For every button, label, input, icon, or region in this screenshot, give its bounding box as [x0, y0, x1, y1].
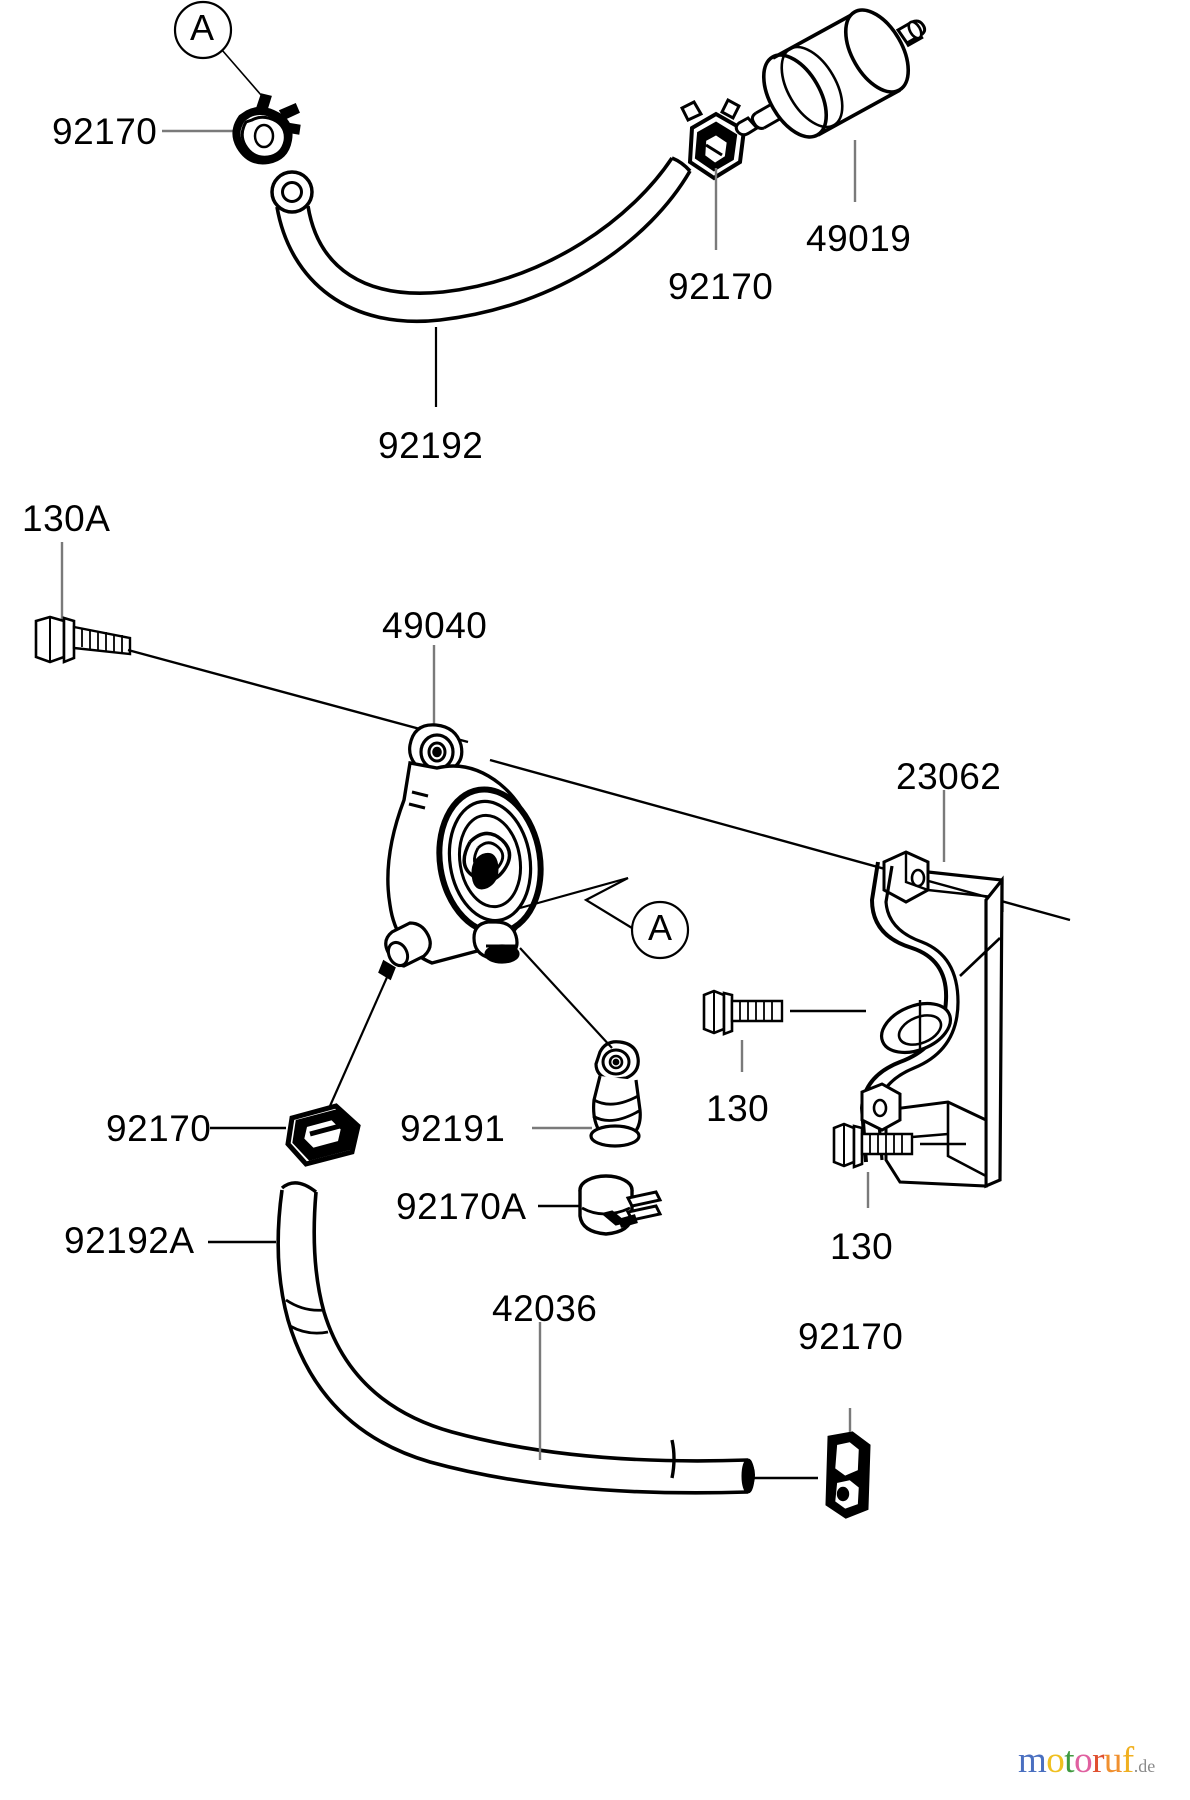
part-label-130a: 130A: [22, 498, 111, 539]
part-label-42036: 42036: [492, 1288, 598, 1329]
motoruf-watermark: motoruf.de: [1018, 1742, 1155, 1779]
watermark-letter-t: t: [1064, 1740, 1075, 1781]
callout-a-top: [173, 0, 269, 104]
fuel-hose-92192: [270, 156, 692, 324]
fuel-hose-92192a-42036: [276, 1181, 755, 1495]
leader-clamp-to-pump-nipple: [328, 965, 394, 1107]
watermark-letter-o1: o: [1046, 1740, 1065, 1781]
part-label-130-upper: 130: [706, 1088, 770, 1129]
part-label-49040: 49040: [382, 605, 488, 646]
hose-clamp-top-left: [232, 93, 301, 165]
part-label-92170-top-left: 92170: [52, 111, 158, 152]
part-label-130-lower: 130: [830, 1226, 894, 1267]
part-label-92192: 92192: [378, 425, 484, 466]
part-label-92170-bottom: 92170: [798, 1316, 904, 1357]
part-label-92191: 92191: [400, 1108, 506, 1149]
callout-a-mid: [519, 876, 690, 960]
flange-bolt-130-upper: [702, 989, 784, 1036]
part-label-92170-filter: 92170: [668, 266, 774, 307]
hose-fitting-92191: [589, 1040, 642, 1148]
assembly-line-pump-to-bracket: [489, 758, 1071, 922]
hose-clamp-92170a: [578, 1174, 663, 1236]
part-label-23062: 23062: [896, 756, 1002, 797]
flange-bolt-130a: [34, 615, 132, 664]
fuel-pump-49040: [378, 723, 544, 981]
watermark-letter-r: r: [1092, 1740, 1104, 1781]
watermark-letter-o2: o: [1074, 1740, 1093, 1781]
watermark-suffix: .de: [1133, 1756, 1156, 1776]
part-label-92170a: 92170A: [396, 1186, 527, 1227]
watermark-letter-u: u: [1103, 1740, 1123, 1781]
watermark-letter-f: f: [1121, 1740, 1134, 1781]
hose-clamp-bottom-right: [825, 1431, 871, 1519]
hose-clamp-lower-left: [285, 1103, 361, 1167]
flange-bolt-130-lower: [832, 1122, 914, 1169]
part-label-49019: 49019: [806, 218, 912, 259]
assembly-line-bolt-to-pump: [127, 648, 469, 744]
callout-label-a-top: A: [190, 7, 215, 48]
leader-fitting-to-pump: [519, 947, 613, 1049]
fuel-filter-49019: [734, 8, 927, 139]
part-label-92192a: 92192A: [64, 1220, 195, 1261]
watermark-letter-m: m: [1018, 1740, 1047, 1781]
part-label-92170-lower-left: 92170: [106, 1108, 212, 1149]
hose-clamp-filter-inlet: [679, 97, 747, 181]
callout-label-a-mid: A: [648, 907, 673, 948]
